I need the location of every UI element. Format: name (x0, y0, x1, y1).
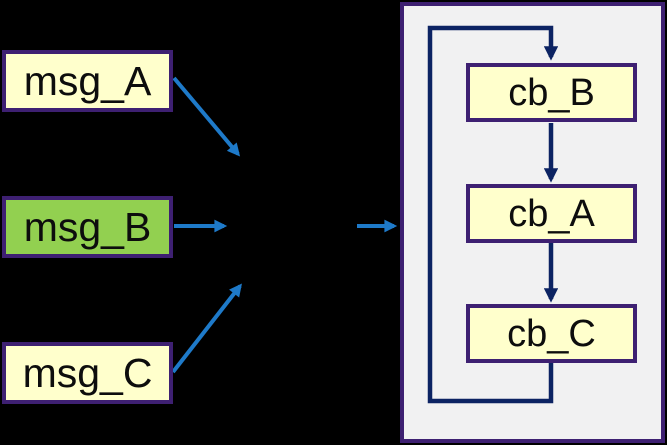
arrow-msg-a (172, 76, 241, 157)
callback-box-cb-c-label: cb_C (507, 312, 596, 355)
callback-box-cb-a-label: cb_A (508, 192, 595, 235)
callback-box-cb-b: cb_B (466, 63, 637, 122)
message-box-msg-c: msg_C (2, 342, 173, 404)
arrow-msg-c (171, 283, 242, 374)
callback-box-cb-b-label: cb_B (508, 71, 595, 114)
message-box-msg-b-highlighted: msg_B (2, 196, 173, 258)
message-box-msg-b-label: msg_B (23, 203, 152, 250)
message-box-msg-a: msg_A (2, 50, 173, 112)
message-box-msg-a-label: msg_A (23, 57, 152, 104)
callback-box-cb-c: cb_C (466, 304, 637, 363)
message-box-msg-c-label: msg_C (22, 349, 153, 396)
callback-box-cb-a: cb_A (466, 184, 637, 243)
